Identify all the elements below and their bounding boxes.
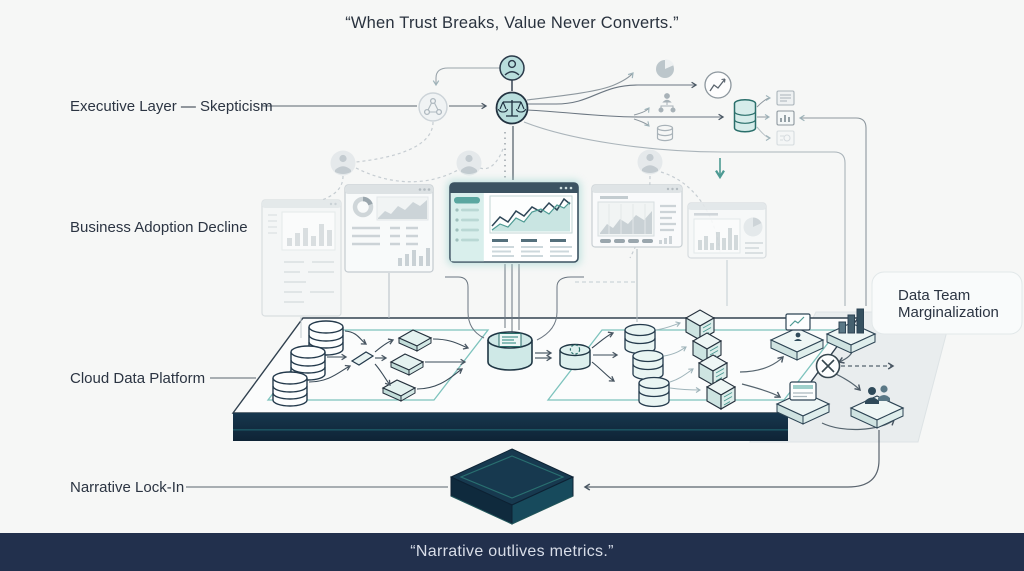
people-icon — [865, 385, 890, 404]
org-chart-icon — [658, 93, 676, 113]
ghost-user-icon — [330, 150, 356, 176]
marginalization-tiles — [739, 308, 905, 431]
mini-bar-chart-icon — [398, 248, 430, 266]
mart-database-icon — [624, 323, 656, 355]
analyst-icon — [795, 332, 801, 338]
pie-chart-icon — [656, 59, 674, 78]
label-data-team-line2: Marginalization — [898, 304, 999, 321]
team-tile — [849, 385, 905, 429]
browser-window-faded-mid — [344, 184, 434, 273]
transform-box-icon — [397, 329, 433, 352]
browser-window-faded-right2 — [687, 202, 767, 259]
ghost-user-icon — [637, 149, 663, 175]
mart-database-icon — [632, 349, 664, 381]
network-icon — [418, 92, 448, 122]
document-icon — [789, 381, 817, 401]
report-list-icon — [776, 90, 795, 106]
area-chart-icon — [600, 211, 652, 234]
page-title: “When Trust Breaks, Value Never Converts… — [345, 14, 679, 32]
trend-chart-icon — [704, 71, 732, 99]
source-database-icon — [290, 345, 326, 381]
pie-chart-icon — [743, 217, 763, 237]
platform-front-face — [233, 413, 788, 441]
label-data-team: Data Team Marginalization — [898, 287, 1018, 321]
pipeline-connector-icon — [350, 351, 375, 366]
report-tile — [775, 381, 831, 425]
label-executive-layer: Executive Layer — Skepticism — [70, 98, 273, 115]
scales-icon — [495, 91, 529, 125]
ghost-users — [330, 149, 663, 176]
browser-window-faded-right1 — [591, 184, 683, 248]
transform-box-icon — [389, 353, 425, 376]
lockin-box — [449, 448, 575, 525]
ghost-user-icon — [456, 150, 482, 176]
sidebar-active-item — [454, 197, 480, 204]
doc-cube-icons — [684, 309, 737, 410]
executive-icons — [418, 55, 529, 125]
workstation-tile — [769, 313, 825, 361]
barchart-tile — [825, 308, 877, 354]
monitor-icon — [785, 313, 811, 331]
connector-lines — [186, 67, 880, 491]
main-dashboard — [447, 180, 581, 265]
bar-chart-icon — [698, 228, 738, 250]
database-icon — [656, 124, 674, 142]
dashboard-sidebar — [450, 193, 484, 262]
footer-bar: “Narrative outlives metrics.” — [0, 533, 1024, 571]
source-database-icon — [272, 371, 308, 407]
data-team-label-card — [871, 271, 1023, 335]
dashboard-kpi-columns — [492, 239, 572, 257]
mini-bar-chart-icon — [659, 236, 672, 244]
outcome-icons — [656, 59, 795, 146]
browser-window-faded-left — [261, 199, 342, 317]
staging-cylinder-icon — [487, 331, 533, 371]
mart-database-icon — [638, 376, 670, 408]
label-narrative-lockin: Narrative Lock-In — [70, 479, 185, 496]
transform-box-icon — [381, 379, 417, 402]
warehouse-database-icon — [733, 98, 757, 133]
label-cloud-data-platform: Cloud Data Platform — [70, 370, 206, 387]
report-kpi-icon — [776, 130, 795, 146]
bar-chart-3d-icon — [838, 308, 864, 334]
label-business-adoption: Business Adoption Decline — [70, 219, 248, 236]
label-data-team-line1: Data Team — [898, 287, 971, 304]
person-icon — [499, 55, 525, 81]
lockin-box-inner-outline — [459, 455, 565, 499]
crossed-circle-icon — [815, 353, 841, 379]
sidebar-items — [455, 208, 479, 242]
process-cycle-icon — [559, 343, 591, 371]
platform-pipeline — [272, 309, 737, 410]
area-chart-icon — [378, 200, 427, 219]
footer-quote: “Narrative outlives metrics.” — [410, 543, 614, 560]
report-chart-icon — [776, 110, 795, 126]
